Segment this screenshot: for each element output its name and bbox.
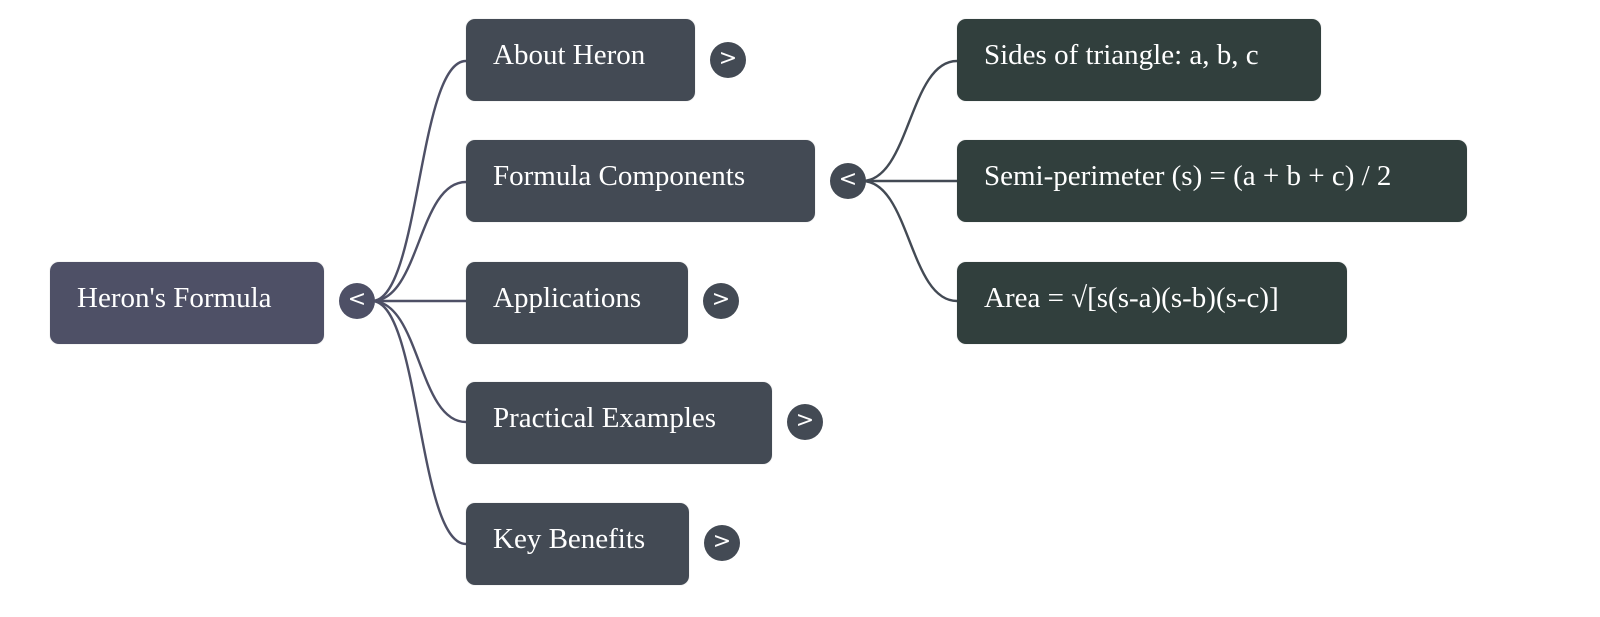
node-label: Key Benefits: [493, 523, 646, 555]
node-label: Applications: [493, 282, 642, 314]
link-root-about-heron: [371, 59, 467, 303]
link-formula-sides: [861, 59, 958, 183]
node-formula-components[interactable]: Formula Components: [466, 140, 815, 222]
link-formula-area: [861, 179, 958, 303]
root-node-herons-formula[interactable]: Heron's Formula: [50, 262, 324, 344]
node-label: Practical Examples: [493, 402, 717, 434]
expand-icon: >: [795, 408, 815, 433]
expand-button-about-heron[interactable]: >: [710, 42, 746, 78]
expand-button-applications[interactable]: >: [703, 283, 739, 319]
collapse-icon: <: [347, 287, 367, 312]
node-label: Sides of triangle: a, b, c: [984, 39, 1259, 71]
link-root-formula-components: [371, 180, 467, 303]
collapse-icon: <: [838, 167, 858, 192]
link-root-practical-examples: [371, 299, 467, 424]
node-label: Formula Components: [493, 160, 746, 192]
node-semi-perimeter[interactable]: Semi-perimeter (s) = (a + b + c) / 2: [957, 140, 1467, 222]
node-practical-examples[interactable]: Practical Examples: [466, 382, 772, 464]
link-root-key-benefits: [371, 299, 467, 546]
expand-icon: >: [711, 287, 731, 312]
node-label: Semi-perimeter (s) = (a + b + c) / 2: [984, 160, 1392, 192]
collapse-button-formula-components[interactable]: <: [830, 163, 866, 199]
node-sides-of-triangle[interactable]: Sides of triangle: a, b, c: [957, 19, 1321, 101]
expand-icon: >: [718, 46, 738, 71]
node-applications[interactable]: Applications: [466, 262, 688, 344]
root-collapse-button[interactable]: <: [339, 283, 375, 319]
root-node-label: Heron's Formula: [77, 282, 272, 314]
node-key-benefits[interactable]: Key Benefits: [466, 503, 689, 585]
expand-button-key-benefits[interactable]: >: [704, 525, 740, 561]
expand-button-practical-examples[interactable]: >: [787, 404, 823, 440]
expand-icon: >: [712, 529, 732, 554]
node-about-heron[interactable]: About Heron: [466, 19, 695, 101]
node-area-formula[interactable]: Area = √[s(s-a)(s-b)(s-c)]: [957, 262, 1347, 344]
node-label: Area = √[s(s-a)(s-b)(s-c)]: [984, 282, 1279, 314]
node-label: About Heron: [493, 39, 646, 71]
